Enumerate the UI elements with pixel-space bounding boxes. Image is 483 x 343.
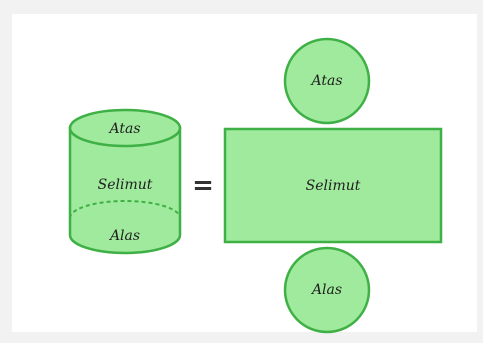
cylinder-net: Atas Selimut Alas xyxy=(223,37,443,334)
net-top-label: Atas xyxy=(309,73,342,89)
equals-sign: = xyxy=(192,171,214,201)
cylinder-base-hidden-edge xyxy=(69,200,181,219)
net-bottom-circle xyxy=(283,246,371,334)
net-top-circle xyxy=(283,37,371,125)
net-rectangle xyxy=(223,127,443,244)
cylinder-body-label: Selimut xyxy=(98,177,153,193)
cylinder-top-ellipse xyxy=(68,108,182,148)
net-bottom-label: Alas xyxy=(310,282,342,298)
cylinder: Atas Selimut Alas xyxy=(68,108,182,255)
cylinder-top-label: Atas xyxy=(107,121,140,137)
cylinder-bottom-label: Alas xyxy=(108,228,140,244)
net-rectangle-label: Selimut xyxy=(306,178,361,194)
cylinder-body xyxy=(68,126,182,255)
